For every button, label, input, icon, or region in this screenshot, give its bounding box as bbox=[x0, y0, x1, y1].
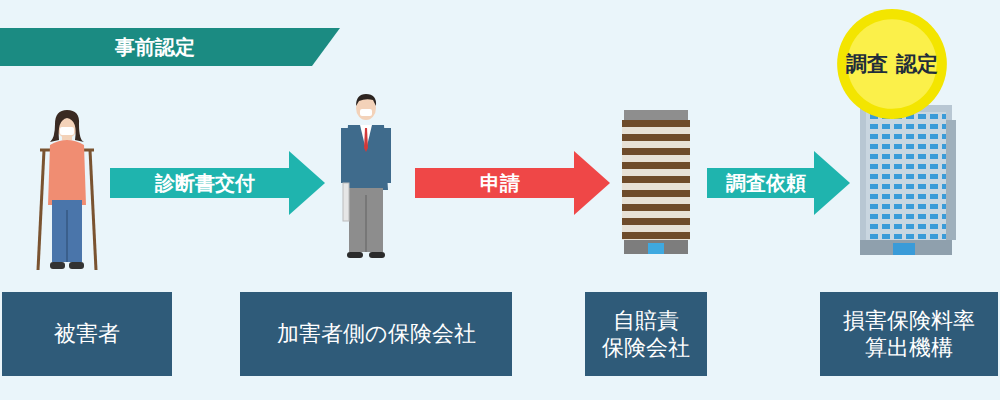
insurance-building bbox=[622, 110, 690, 254]
process-box: 被害者 bbox=[2, 292, 172, 376]
node-text: 自賠責 保険会社 bbox=[595, 307, 697, 362]
flow-arrow bbox=[415, 151, 610, 215]
status-circle: 調査 認定 bbox=[836, 8, 948, 120]
process-box: 自賠責 保険会社 bbox=[585, 292, 707, 376]
node-text: 損害保険料率 算出機構 bbox=[830, 307, 988, 362]
process-box: 損害保険料率 算出機構 bbox=[820, 292, 998, 376]
arrow-label: 調査依頼 bbox=[724, 171, 808, 195]
flow-arrow bbox=[707, 151, 850, 215]
arrow-label: 診断書交付 bbox=[153, 171, 257, 195]
node-text: 調査 認定 bbox=[846, 51, 937, 77]
arrow-label: 申請 bbox=[478, 171, 522, 195]
node-text: 加害者側の保険会社 bbox=[277, 320, 476, 348]
process-box: 加害者側の保険会社 bbox=[240, 292, 512, 376]
title-text: 事前認定 bbox=[0, 28, 310, 66]
injured-person bbox=[38, 110, 96, 270]
node-text: 被害者 bbox=[54, 320, 120, 348]
rating-organization-building bbox=[860, 105, 956, 255]
flow-arrow bbox=[110, 151, 325, 215]
insurance-agent bbox=[341, 94, 391, 258]
title-band: 事前認定 bbox=[0, 28, 340, 66]
